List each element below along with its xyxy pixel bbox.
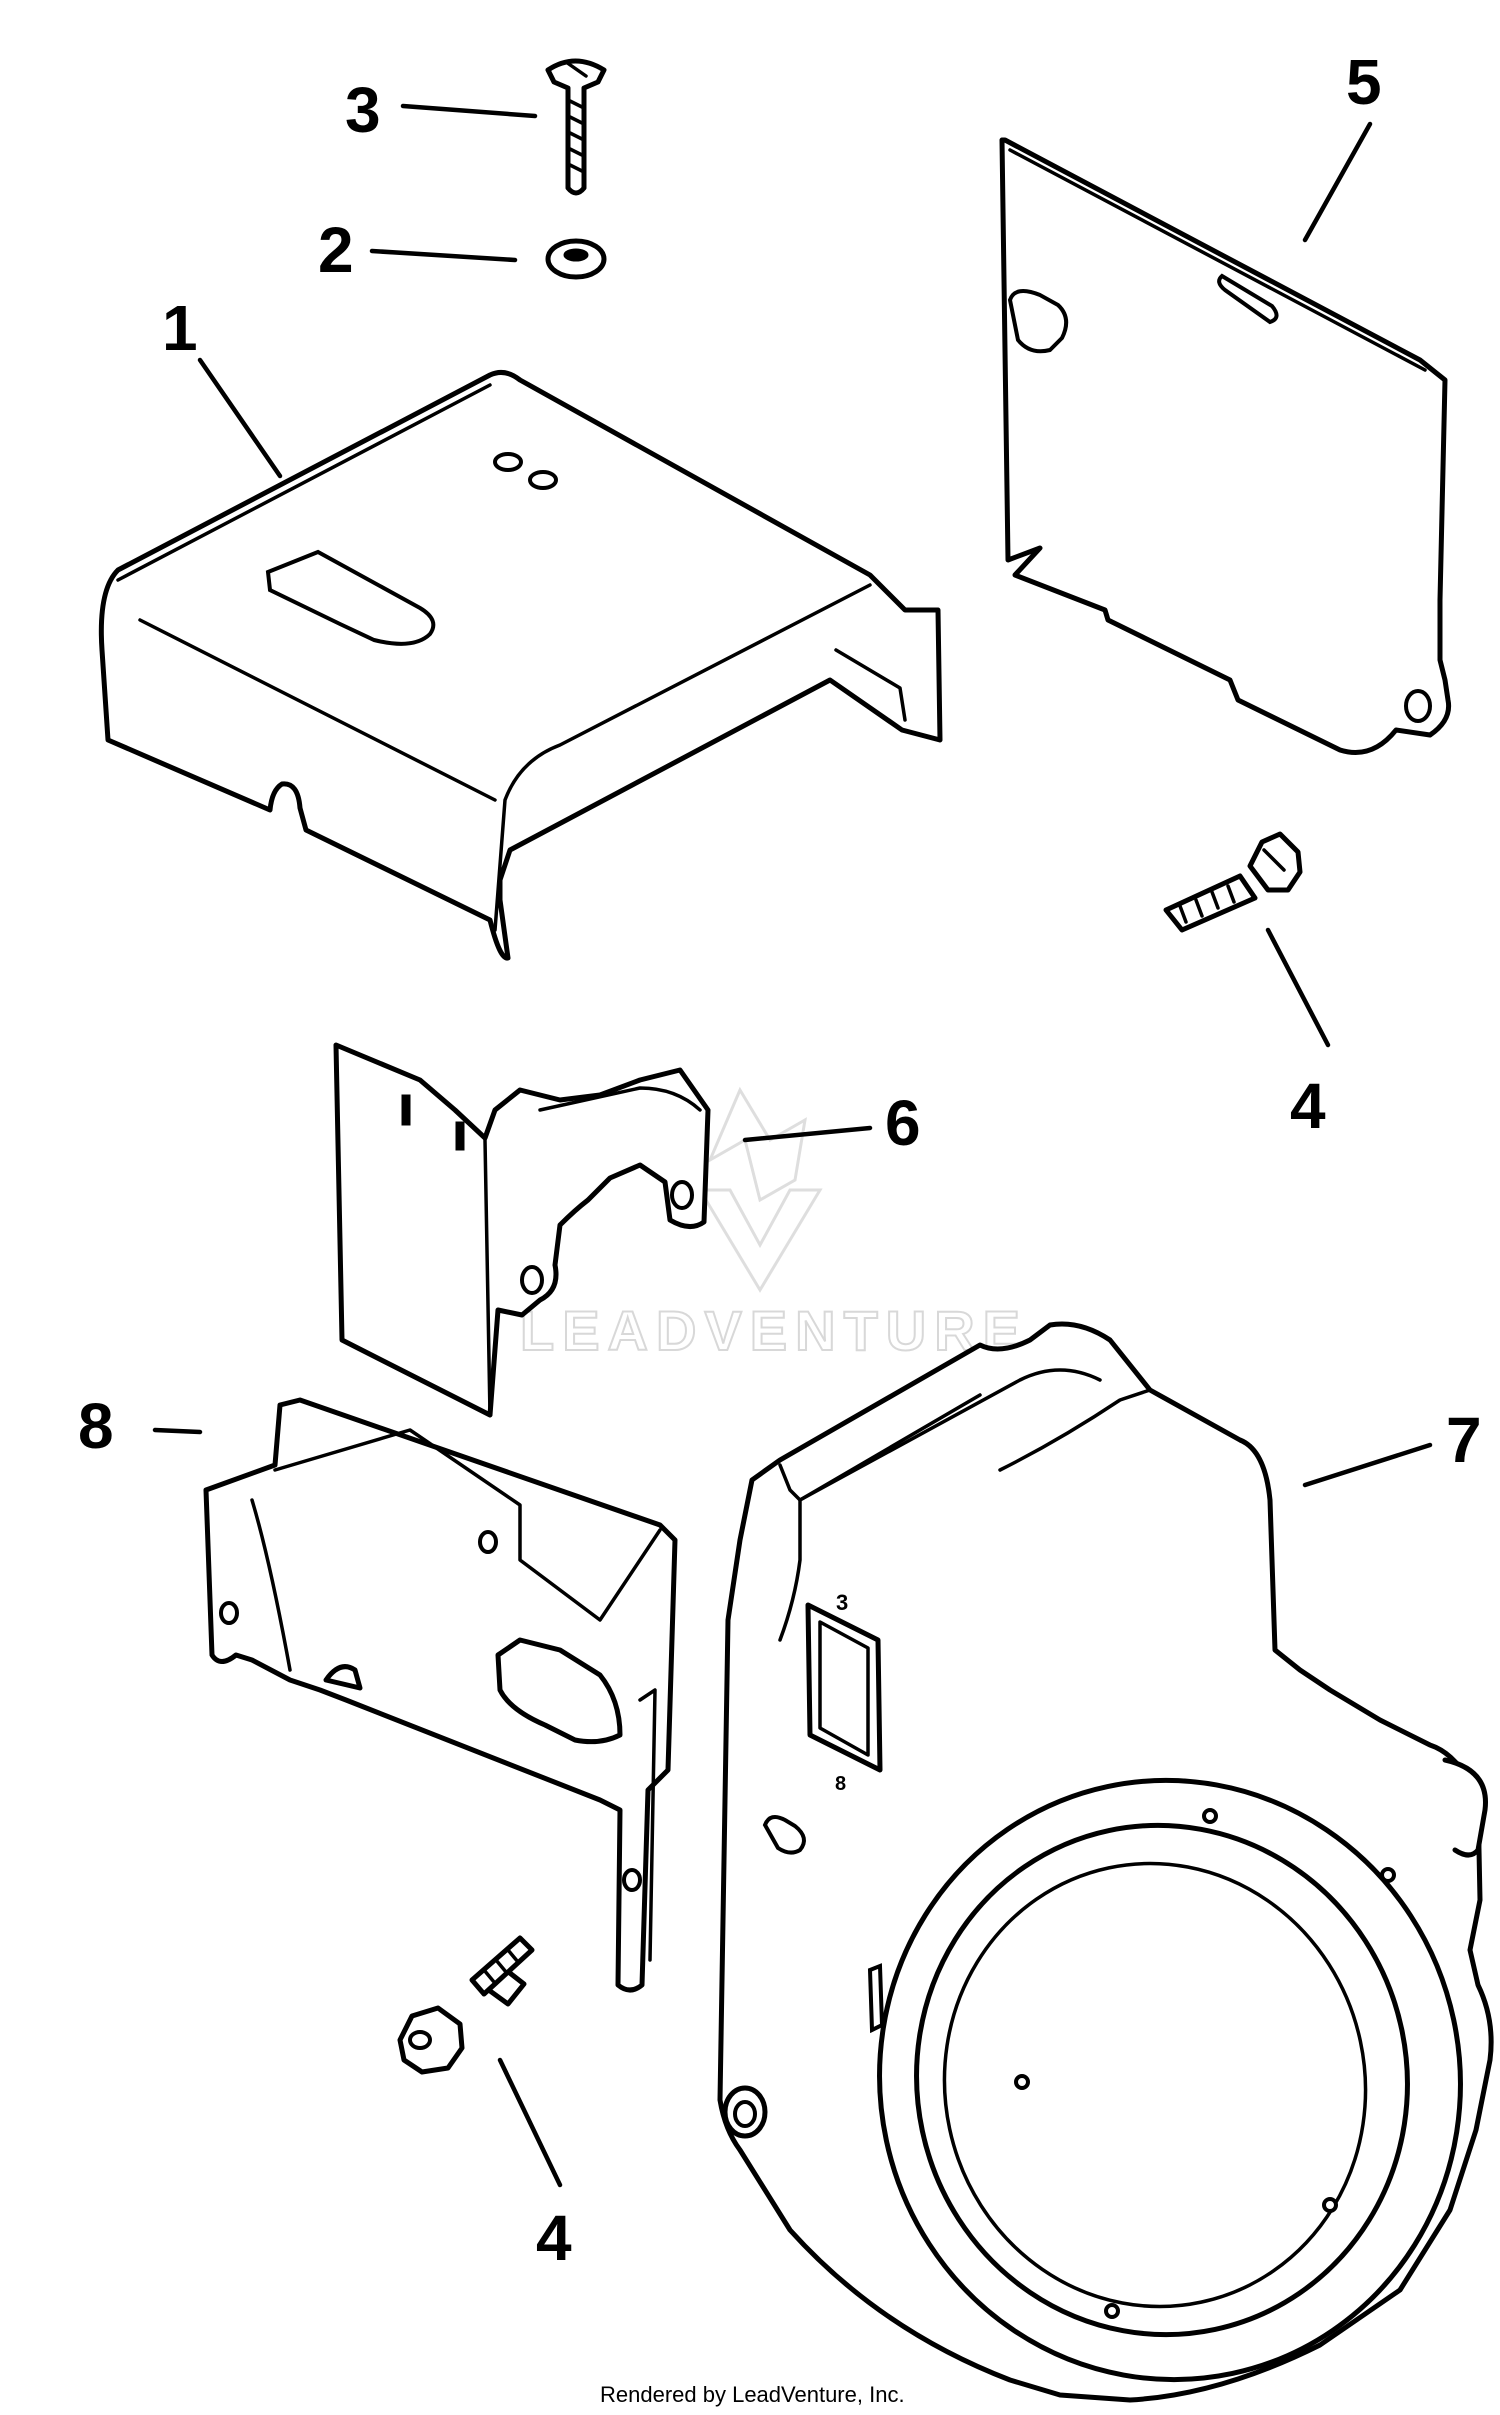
window-marking-top: 3	[836, 1590, 848, 1615]
render-credit: Rendered by LeadVenture, Inc.	[600, 2382, 905, 2407]
leader-5	[1302, 121, 1373, 243]
callout-labels: 3 2 1 5 4 6 7 8 4	[78, 46, 1482, 2274]
callout-6: 6	[885, 1087, 921, 1159]
leader-4-lower	[497, 2057, 563, 2188]
leader-8	[152, 1427, 203, 1435]
part-6-bracket	[333, 1042, 711, 1418]
callout-4-lower: 4	[536, 2202, 572, 2274]
leader-lines	[152, 103, 1433, 2188]
part-1-top-cover	[98, 369, 943, 961]
callout-1: 1	[162, 292, 198, 364]
callout-3: 3	[345, 74, 381, 146]
watermark-logo: LEADVENTURE	[519, 1086, 1028, 1363]
leader-4-upper	[1265, 927, 1331, 1048]
leader-3	[400, 103, 538, 119]
leader-7	[1302, 1442, 1433, 1488]
callout-2: 2	[318, 214, 354, 286]
callout-5: 5	[1346, 46, 1382, 118]
part-7-blower-housing: 3 8	[717, 1321, 1494, 2403]
leader-1	[197, 357, 283, 479]
window-marking-bottom: 8	[835, 1773, 846, 1795]
leader-2	[369, 248, 518, 263]
part-4-bolt-upper	[1163, 831, 1303, 933]
callout-4-upper: 4	[1290, 1070, 1326, 1142]
leader-6	[742, 1125, 873, 1143]
callout-8: 8	[78, 1390, 114, 1462]
part-8-air-guide	[203, 1397, 678, 1993]
part-2-washer	[545, 238, 607, 280]
part-5-side-plate	[999, 137, 1452, 755]
part-4-bolt-lower	[397, 1935, 535, 2075]
callout-7: 7	[1446, 1404, 1482, 1476]
part-3-screw	[545, 58, 607, 196]
watermark-text: LEADVENTURE	[520, 1299, 1028, 1362]
